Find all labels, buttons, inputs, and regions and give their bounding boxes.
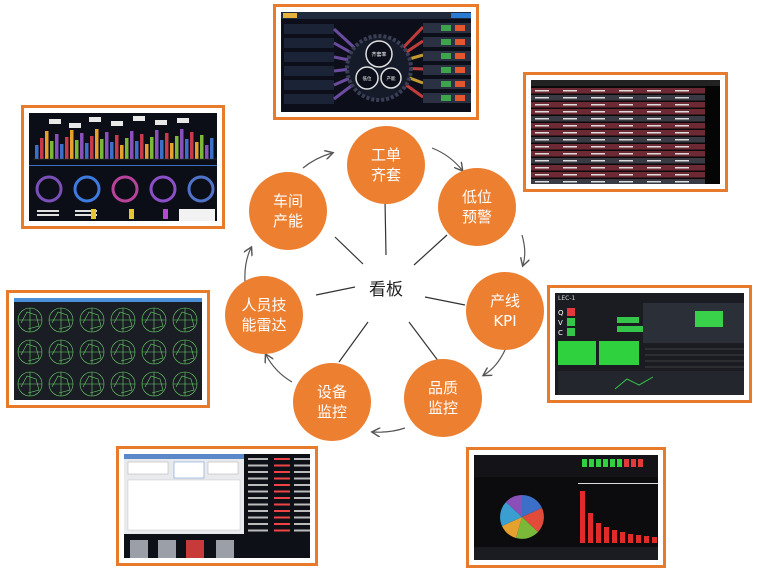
kpi-letter-v: V: [558, 319, 563, 327]
hub-label-1: 齐套率: [371, 51, 386, 58]
node-label-line: 预警: [461, 208, 492, 226]
node-label-line: 产线: [489, 292, 520, 310]
kpi-letter-q: Q: [558, 309, 564, 317]
thumbnail-equipment-monitor-dashboard: [116, 446, 318, 566]
thumbnail-line-kpi-dashboard: LEC-1 Q V C: [547, 285, 752, 403]
node-equipment-monitor: 设备 监控: [293, 363, 371, 441]
node-label-line: 工单: [370, 146, 401, 164]
node-line-kpi: 产线 KPI: [466, 272, 544, 350]
thumbnail-quality-monitor-dashboard: [466, 447, 666, 568]
node-quality-monitor: 品质 监控: [404, 359, 482, 437]
thumbnail-low-stock-alert-dashboard: [523, 72, 728, 192]
alert-table-screenshot: [531, 80, 720, 184]
node-label-line: 齐套: [370, 166, 401, 184]
hub-label-2: 低位: [363, 75, 372, 82]
node-label-line: 产能: [272, 212, 303, 230]
node-label-line: 品质: [427, 379, 458, 397]
thumbnail-workshop-capacity-dashboard: [21, 105, 225, 229]
node-label-line: 设备: [316, 383, 347, 401]
node-label-line: 人员技: [241, 296, 287, 314]
node-low-stock-alert: 低位 预警: [438, 168, 516, 246]
node-kit-readiness: 工单 齐套: [347, 126, 425, 204]
capacity-dashboard-screenshot: [29, 116, 217, 221]
node-label-line: 低位: [461, 188, 492, 206]
quality-screenshot: [474, 455, 658, 560]
hub-label-3: 产能: [387, 75, 396, 82]
node-label-line: 车间: [272, 192, 303, 210]
kpi-letter-c: C: [558, 329, 563, 337]
node-skill-radar: 人员技 能雷达: [225, 276, 303, 354]
thumbnail-skill-radar-dashboard: [6, 290, 210, 408]
kit-dashboard-screenshot: 齐套率 低位 产能: [281, 12, 471, 104]
thumbnail-kit-readiness-dashboard: 齐套率 低位 产能: [273, 4, 479, 120]
kpi-screenshot: LEC-1 Q V C: [558, 295, 744, 395]
equipment-screenshot: [124, 454, 310, 558]
node-label-line: 监控: [316, 403, 347, 421]
kpi-header: LEC-1: [558, 295, 575, 302]
node-label-line: 监控: [427, 399, 458, 417]
node-workshop-capacity: 车间 产能: [249, 172, 327, 250]
skill-radar-screenshot: [14, 298, 202, 397]
node-label-line: KPI: [493, 312, 517, 330]
center-label: 看板: [369, 280, 403, 300]
node-label-line: 能雷达: [241, 316, 287, 334]
